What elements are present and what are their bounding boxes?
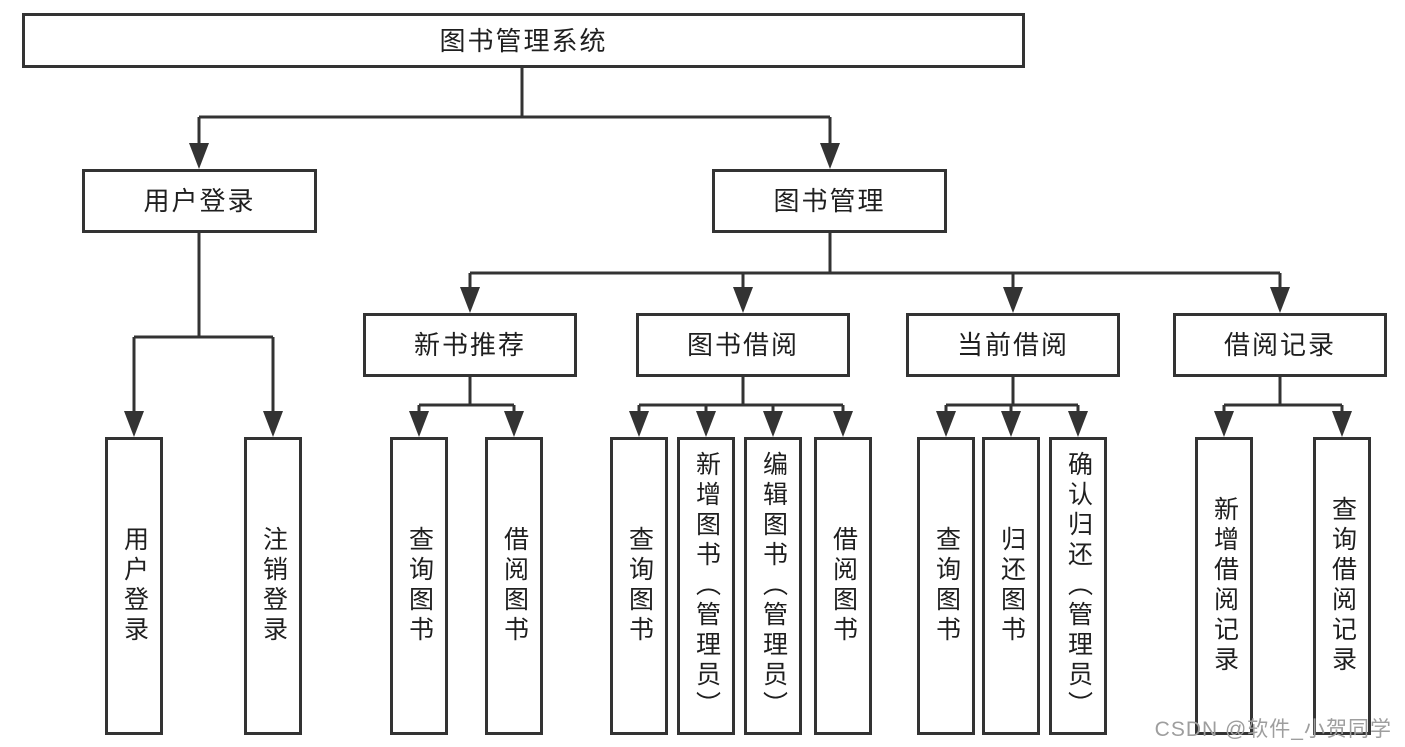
leaf-records-add-record: 新增借阅记录 (1195, 437, 1253, 735)
leaf-logout: 注销登录 (244, 437, 302, 735)
node-book-management: 图书管理 (712, 169, 947, 233)
node-library-system: 图书管理系统 (22, 13, 1025, 68)
leaf-borrowing-borrow-books: 借阅图书 (814, 437, 872, 735)
leaf-borrowing-edit-books-admin: 编辑图书（管理员） (744, 437, 802, 735)
leaf-recommend-query-books: 查询图书 (390, 437, 448, 735)
leaf-current-confirm-return-admin: 确认归还（管理员） (1049, 437, 1107, 735)
node-new-book-recommend: 新书推荐 (363, 313, 577, 377)
leaf-user-login: 用户登录 (105, 437, 163, 735)
node-book-borrowing: 图书借阅 (636, 313, 850, 377)
node-borrowing-records: 借阅记录 (1173, 313, 1387, 377)
leaf-borrowing-query-books: 查询图书 (610, 437, 668, 735)
leaf-borrowing-add-books-admin: 新增图书（管理员） (677, 437, 735, 735)
watermark-text: CSDN @软件_小贺同学 (1154, 718, 1392, 741)
leaf-recommend-borrow-books: 借阅图书 (485, 437, 543, 735)
node-current-borrowing: 当前借阅 (906, 313, 1120, 377)
leaf-current-return-books: 归还图书 (982, 437, 1040, 735)
node-user-login: 用户登录 (82, 169, 317, 233)
leaf-current-query-books: 查询图书 (917, 437, 975, 735)
leaf-records-query-record: 查询借阅记录 (1313, 437, 1371, 735)
